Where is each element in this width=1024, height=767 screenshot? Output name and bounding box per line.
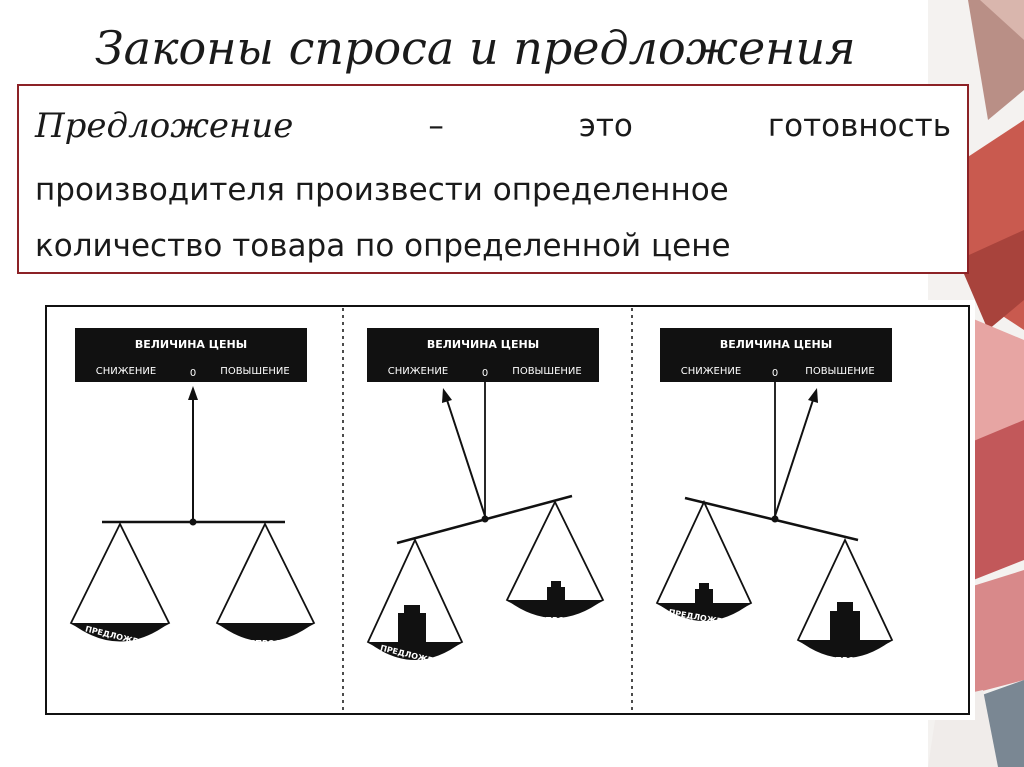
scale-panel-3: ВЕЛИЧИНА ЦЕНЫ СНИЖЕНИЕ 0 ПОВЫШЕНИЕ ПРЕДЛ… [655,328,894,665]
slide-title: Законы спроса и предложения [95,21,856,75]
small-weight-handle [551,581,561,588]
definition-dash: – [428,108,444,144]
price-decrease-label: СНИЖЕНИЕ [681,366,741,377]
price-zero-label: 0 [772,368,778,379]
beam-pivot [771,515,779,523]
large-weight [830,611,860,641]
price-header-box [367,328,599,382]
price-header-title: ВЕЛИЧИНА ЦЕНЫ [720,338,832,351]
price-pointer-needle [446,399,486,517]
demand-pan-label: СПРОС [249,639,280,648]
pointer-arrowhead-icon [442,388,452,403]
price-zero-label: 0 [482,368,488,379]
definition-word-gotovnost: готовность [767,108,951,144]
large-weight-handle [404,605,420,614]
scales-diagram: ВЕЛИЧИНА ЦЕНЫ СНИЖЕНИЕ 0 ПОВЫШЕНИЕ ПРЕДЛ… [40,300,975,720]
demand-pan-label: СПРОС [539,616,570,625]
beam-pivot [481,515,489,523]
price-decrease-label: СНИЖЕНИЕ [96,366,156,377]
pointer-arrowhead-icon [808,388,818,403]
scale-panel-2: ВЕЛИЧИНА ЦЕНЫ СНИЖЕНИЕ 0 ПОВЫШЕНИЕ ПРЕДЛ… [366,328,605,670]
definition-box: Предложение – это готовность производите… [17,84,969,274]
supply-pan [368,642,462,660]
supply-pan-strings [69,521,171,638]
small-weight [695,589,713,604]
supply-pan [71,623,169,642]
price-decrease-label: СНИЖЕНИЕ [388,366,448,377]
small-weight [547,587,565,601]
diagram-frame [45,305,970,715]
price-increase-label: ПОВЫШЕНИЕ [805,366,874,377]
demand-pan [507,600,603,618]
definition-line-1: Предложение – это готовность [35,100,951,152]
demand-pan [217,623,314,642]
demand-pan [798,640,892,658]
price-header-box [75,328,307,382]
definition-word-eto: это [578,108,633,144]
definition-line-2: производителя произвести определенное [35,172,729,208]
beam-pivot [189,518,197,526]
large-weight-handle [837,602,853,612]
large-weight [398,613,426,643]
demand-pan-strings [215,521,316,638]
price-header-box [660,328,892,382]
price-increase-label: ПОВЫШЕНИЕ [220,366,289,377]
price-increase-label: ПОВЫШЕНИЕ [512,366,581,377]
price-zero-label: 0 [190,368,196,379]
demand-pan-label: СПРОС [829,656,860,665]
price-pointer-needle [774,399,814,517]
definition-line-3: количество товара по определенной цене [35,228,731,264]
definition-term: Предложение [35,106,294,146]
supply-pan [657,603,751,621]
price-header-title: ВЕЛИЧИНА ЦЕНЫ [427,338,539,351]
scale-panel-1: ВЕЛИЧИНА ЦЕНЫ СНИЖЕНИЕ 0 ПОВЫШЕНИЕ ПРЕДЛ… [69,328,316,651]
price-header-title: ВЕЛИЧИНА ЦЕНЫ [135,338,247,351]
small-weight-handle [699,583,709,590]
scales-diagram-svg: ВЕЛИЧИНА ЦЕНЫ СНИЖЕНИЕ 0 ПОВЫШЕНИЕ ПРЕДЛ… [45,305,970,715]
pointer-arrowhead-icon [188,386,198,400]
